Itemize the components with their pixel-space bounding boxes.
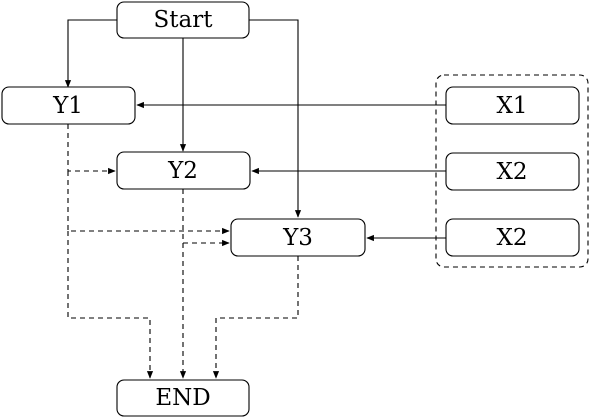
node-y1: Y1 xyxy=(1,86,136,125)
node-x1-label: X1 xyxy=(496,93,527,119)
node-x2b: X2 xyxy=(445,218,580,257)
node-y3-label: Y3 xyxy=(282,225,313,251)
node-end-label: END xyxy=(155,385,210,411)
node-start-label: Start xyxy=(154,7,214,33)
edge-y1-to-y2 xyxy=(67,124,116,175)
node-y3: Y3 xyxy=(230,218,366,257)
node-end: END xyxy=(116,379,250,417)
edge-start-to-y3 xyxy=(249,19,302,218)
input-group-box xyxy=(435,74,589,268)
node-x1: X1 xyxy=(445,86,580,125)
edge-start-to-y1 xyxy=(64,19,117,88)
node-x2b-label: X2 xyxy=(496,225,527,251)
node-x2a: X2 xyxy=(445,152,580,191)
edge-y3-to-end xyxy=(212,256,299,379)
node-y2-label: Y2 xyxy=(167,158,198,184)
node-y2: Y2 xyxy=(116,151,251,190)
edge-y2-to-y3 xyxy=(182,189,230,247)
edge-y1-to-end xyxy=(67,231,154,379)
node-start: Start xyxy=(116,1,250,39)
node-x2a-label: X2 xyxy=(496,159,527,185)
node-y1-label: Y1 xyxy=(52,93,83,119)
edge-y1-to-y3 xyxy=(67,171,230,235)
